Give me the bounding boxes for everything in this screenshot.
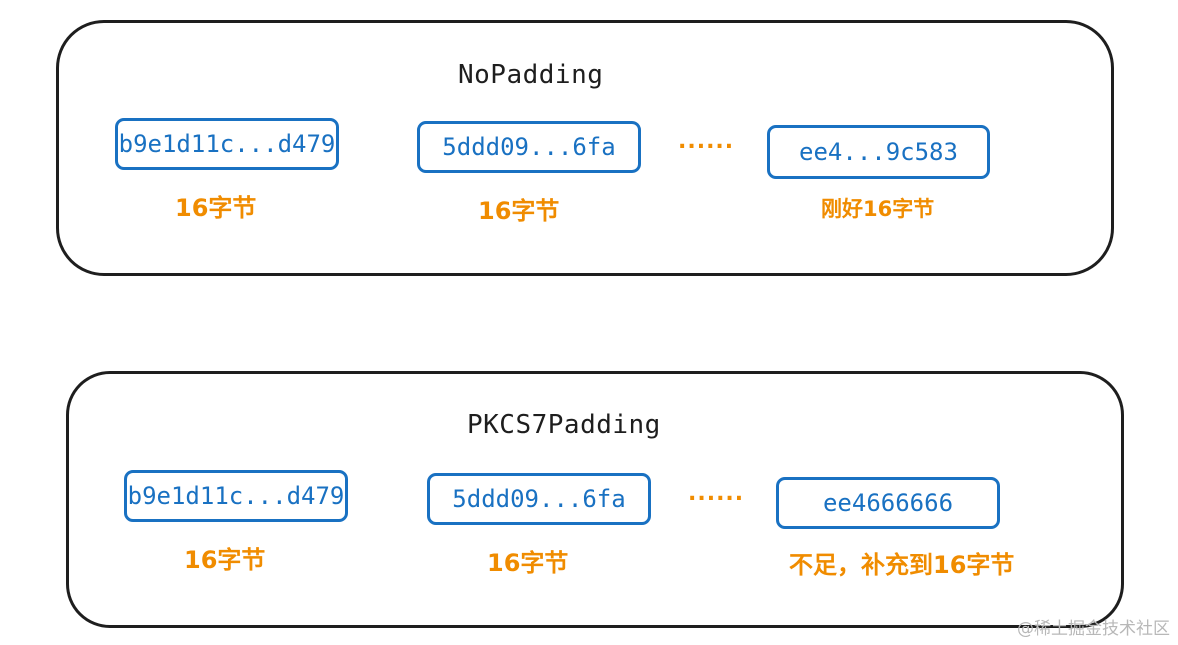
watermark: @稀土掘金技术社区 [1017, 619, 1170, 639]
pkcs7padding-block-1: b9e1d11c...d479 [124, 470, 348, 522]
pkcs7padding-title: PKCS7Padding [467, 410, 661, 440]
pkcs7padding-block-3-size-label: 不足，补充到16字节 [789, 551, 1015, 579]
nopadding-block-1-size-label: 16字节 [175, 194, 257, 222]
nopadding-title: NoPadding [458, 60, 604, 90]
pkcs7padding-block-1-size-label: 16字节 [184, 546, 266, 574]
pkcs7padding-ellipsis: ...... [688, 481, 745, 506]
pkcs7padding-block-2-size-label: 16字节 [487, 549, 569, 577]
nopadding-block-3: ee4...9c583 [767, 125, 990, 179]
pkcs7padding-block-3: ee4666666 [776, 477, 1000, 529]
nopadding-block-3-size-label: 刚好16字节 [821, 197, 935, 221]
pkcs7padding-block-2: 5ddd09...6fa [427, 473, 651, 525]
nopadding-ellipsis: ...... [678, 129, 735, 154]
nopadding-panel [56, 20, 1114, 276]
pkcs7padding-panel [66, 371, 1124, 628]
nopadding-block-1: b9e1d11c...d479 [115, 118, 339, 170]
nopadding-block-2-size-label: 16字节 [478, 197, 560, 225]
nopadding-block-2: 5ddd09...6fa [417, 121, 641, 173]
